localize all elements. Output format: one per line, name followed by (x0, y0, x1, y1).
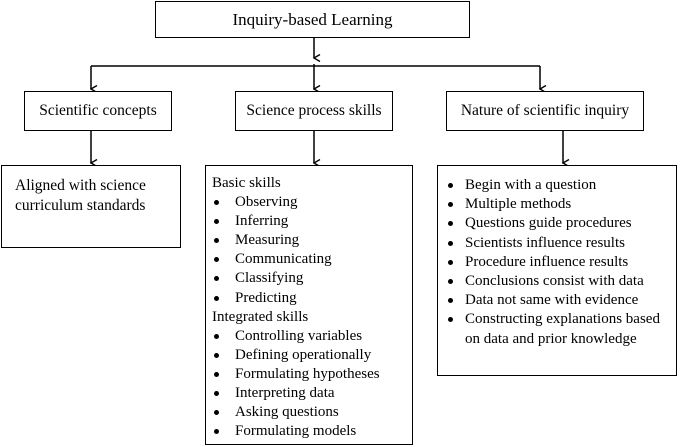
root-title: Inquiry-based Learning (232, 9, 393, 29)
box-science-process-skills: Science process skills (235, 91, 393, 131)
bullet-icon (448, 183, 453, 188)
bullet-icon (448, 279, 453, 285)
branch-label-process: Science process skills (246, 102, 382, 119)
bullet-icon (214, 200, 219, 206)
branch-label-concepts: Scientific concepts (39, 102, 157, 119)
integrated-skills-list: Controlling variables Defining operation… (212, 327, 412, 442)
list-item: Defining operationally (212, 346, 412, 365)
box-nature-inquiry-list: Begin with a question Multiple methods Q… (437, 165, 677, 376)
root-box-inquiry-based-learning: Inquiry-based Learning (155, 1, 470, 38)
bullet-icon (214, 276, 219, 282)
list-item: Procedure influence results (447, 253, 676, 272)
list-item: Classifying (212, 269, 412, 288)
list-item: Scientists influence results (447, 234, 676, 253)
bullet-icon (214, 257, 219, 263)
branch-label-nature: Nature of scientific inquiry (460, 102, 630, 119)
bullet-icon (448, 317, 453, 323)
bullet-icon (214, 295, 219, 301)
list-item: Formulating hypotheses (212, 365, 412, 384)
bullet-icon (214, 352, 219, 358)
concepts-detail-line1: Aligned with science (15, 177, 146, 194)
list-item: Communicating (212, 250, 412, 269)
list-item: Measuring (212, 231, 412, 250)
basic-skills-list: Observing Inferring Measuring Communicat… (212, 193, 412, 308)
list-item: Controlling variables (212, 327, 412, 346)
bullet-icon (214, 429, 219, 435)
list-item: Inferring (212, 212, 412, 231)
bullet-icon (214, 238, 219, 244)
list-item: Data not same with evidence (447, 291, 676, 310)
list-item: Multiple methods (447, 195, 676, 214)
bullet-icon (214, 333, 219, 339)
list-item: Interpreting data (212, 384, 412, 403)
bullet-icon (214, 219, 219, 225)
box-process-skills-list: Basic skills Observing Inferring Measuri… (205, 165, 413, 445)
bullet-icon (214, 391, 219, 397)
box-concepts-detail: Aligned with science curriculum standard… (1, 165, 181, 248)
list-item: Formulating models (212, 422, 412, 441)
bullet-icon (448, 298, 453, 304)
list-item: Begin with a question (447, 176, 676, 195)
concepts-detail-line2: curriculum standards (15, 197, 146, 214)
bullet-icon (448, 240, 453, 246)
list-item: Asking questions (212, 403, 412, 422)
list-item: Questions guide procedures (447, 214, 676, 233)
integrated-skills-heading: Integrated skills (212, 308, 309, 325)
basic-skills-heading: Basic skills (212, 175, 281, 191)
bullet-icon (214, 410, 219, 416)
bullet-icon (448, 202, 453, 208)
list-item: Observing (212, 193, 412, 212)
box-nature-of-scientific-inquiry: Nature of scientific inquiry (446, 91, 644, 131)
nature-inquiry-list: Begin with a question Multiple methods Q… (447, 176, 676, 349)
list-item: Predicting (212, 289, 412, 308)
list-item: Conclusions consist with data (447, 272, 676, 291)
bullet-icon (448, 259, 453, 265)
bullet-icon (448, 221, 453, 227)
box-scientific-concepts: Scientific concepts (24, 91, 172, 131)
bullet-icon (214, 371, 219, 377)
